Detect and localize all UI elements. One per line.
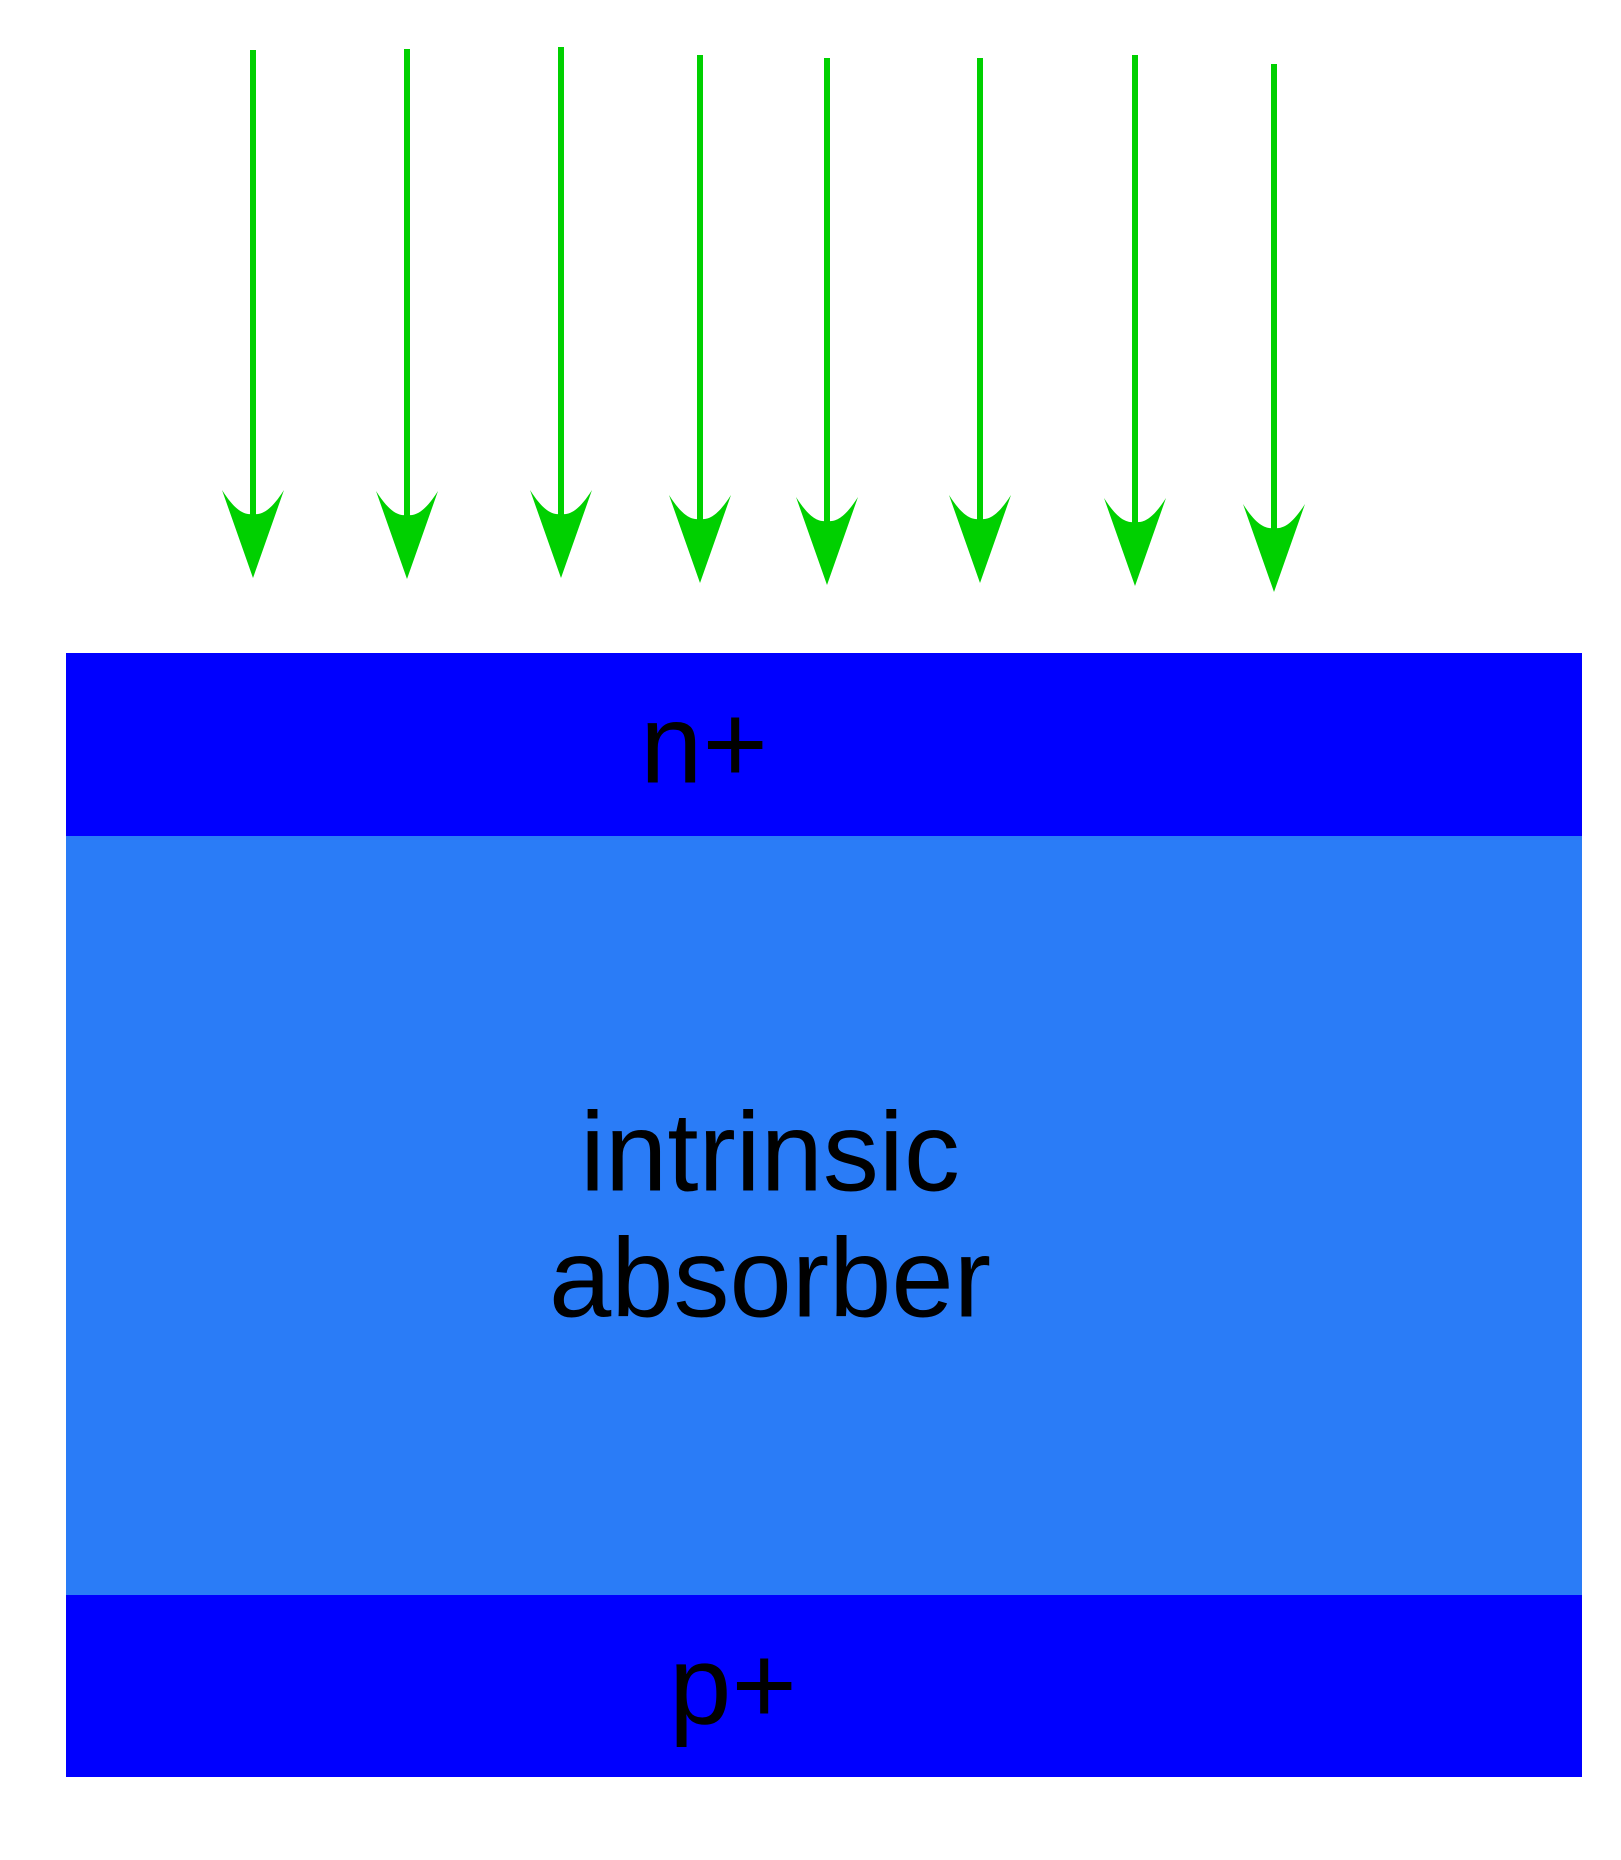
arrowhead-icon <box>1104 498 1166 586</box>
p-plus-layer: p+ <box>66 1595 1582 1777</box>
p-plus-label: p+ <box>669 1622 797 1748</box>
incident-light-arrow <box>222 50 284 578</box>
arrowhead-icon <box>376 491 438 579</box>
arrowhead-icon <box>222 490 284 578</box>
incident-light-arrow <box>376 49 438 579</box>
intrinsic-absorber-label: intrinsic absorber <box>420 1089 1120 1342</box>
arrowhead-icon <box>1243 504 1305 592</box>
arrowhead-icon <box>669 495 731 583</box>
device-stack: n+ intrinsic absorber p+ <box>66 653 1582 1777</box>
intrinsic-absorber-layer: intrinsic absorber <box>66 836 1582 1595</box>
n-plus-label: n+ <box>640 681 768 807</box>
incident-light-arrow <box>1104 55 1166 586</box>
n-plus-layer: n+ <box>66 653 1582 836</box>
arrowhead-icon <box>530 490 592 578</box>
arrowhead-icon <box>796 497 858 585</box>
incident-light-arrow <box>949 58 1011 583</box>
arrowhead-icon <box>949 495 1011 583</box>
intrinsic-absorber-label-line1: intrinsic <box>580 1088 960 1214</box>
incident-light-arrow <box>669 55 731 583</box>
intrinsic-absorber-label-line2: absorber <box>548 1215 992 1341</box>
incident-light-arrow <box>530 47 592 578</box>
incident-light-arrow <box>1243 64 1305 592</box>
incident-light-arrow <box>796 58 858 585</box>
